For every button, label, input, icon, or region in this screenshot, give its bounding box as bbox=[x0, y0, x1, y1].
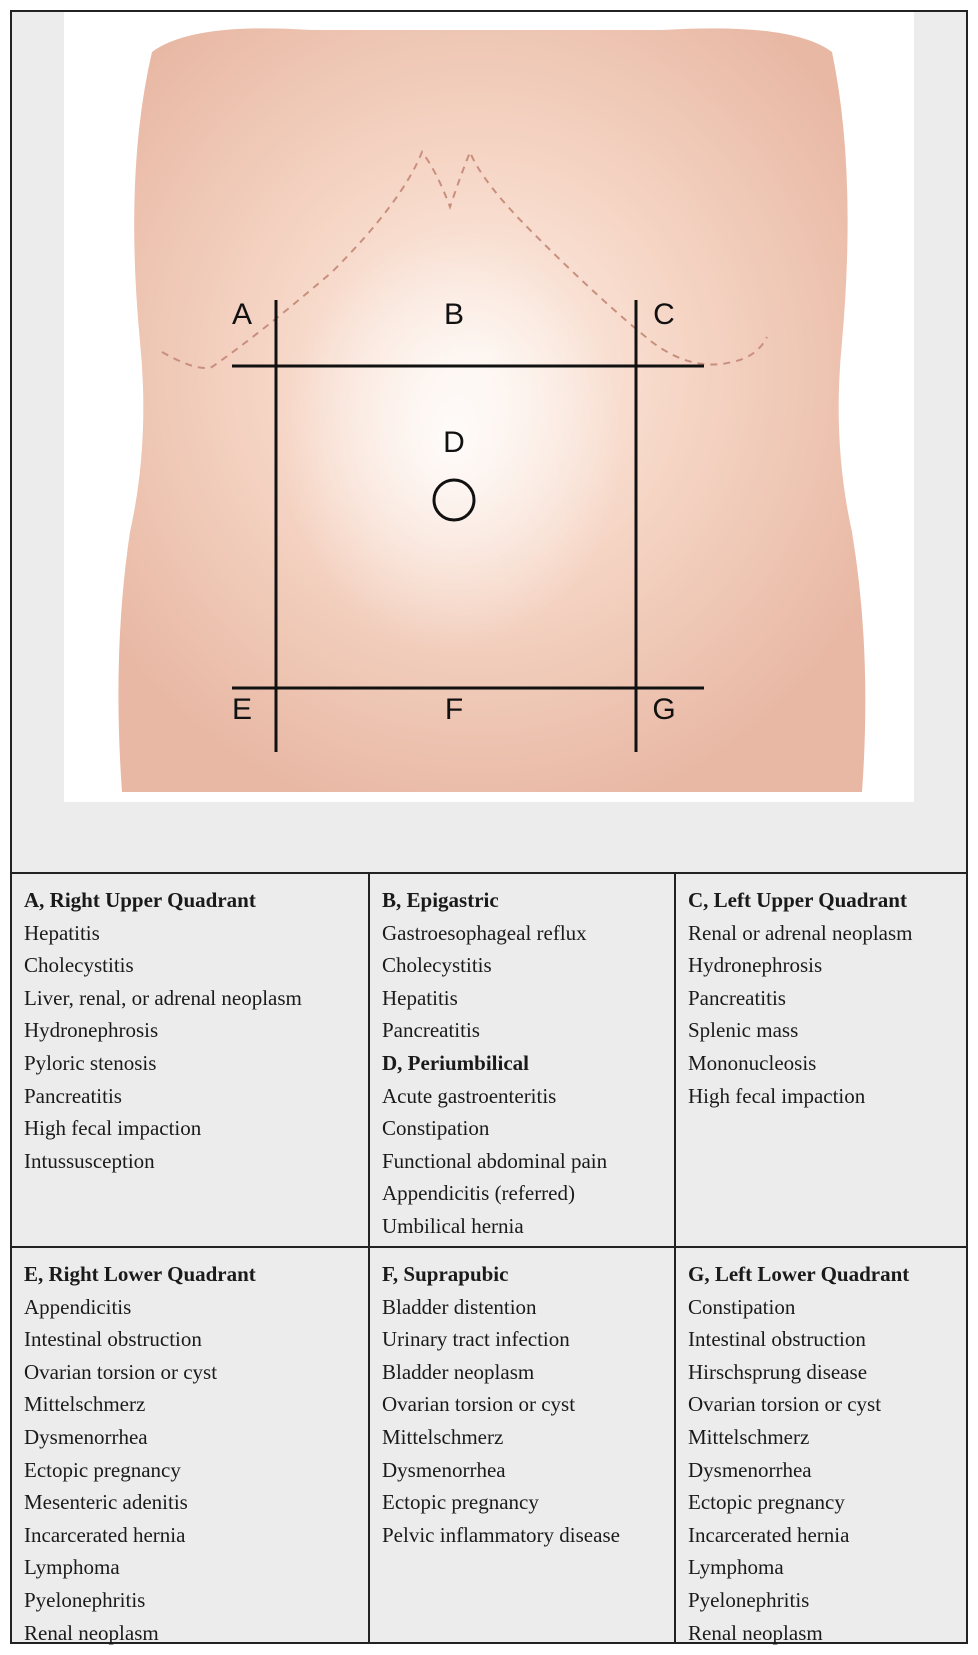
condition-item: Renal or adrenal neoplasm bbox=[688, 920, 913, 945]
condition-item: Constipation bbox=[688, 1294, 796, 1319]
condition-item: Intussusception bbox=[24, 1148, 155, 1173]
abdomen-highlight bbox=[282, 232, 622, 652]
region-letter-b: B bbox=[444, 298, 464, 331]
abdomen-illustration: A B C D E F G bbox=[12, 12, 966, 872]
condition-item: High fecal impaction bbox=[688, 1083, 866, 1108]
condition-item: Intestinal obstruction bbox=[688, 1327, 866, 1352]
condition-item: Hydronephrosis bbox=[688, 953, 823, 978]
condition-item: Pyelonephritis bbox=[688, 1587, 810, 1612]
region-heading: D, Periumbilical bbox=[382, 1050, 529, 1075]
condition-item: Dysmenorrhea bbox=[688, 1457, 812, 1482]
region-letter-c: C bbox=[653, 298, 675, 331]
condition-item: Mittelschmerz bbox=[688, 1424, 810, 1449]
condition-item: Cholecystitis bbox=[24, 953, 134, 978]
condition-item: Constipation bbox=[382, 1116, 490, 1141]
condition-item: Pyelonephritis bbox=[24, 1587, 146, 1612]
condition-item: Mononucleosis bbox=[688, 1050, 817, 1075]
condition-item: Mittelschmerz bbox=[24, 1392, 146, 1417]
condition-item: Functional abdominal pain bbox=[382, 1148, 608, 1173]
condition-item: High fecal impaction bbox=[24, 1116, 202, 1141]
condition-item: Mittelschmerz bbox=[382, 1424, 504, 1449]
region-heading: C, Left Upper Quadrant bbox=[688, 888, 907, 912]
condition-item: Lymphoma bbox=[24, 1555, 120, 1580]
condition-item: Bladder neoplasm bbox=[382, 1359, 535, 1384]
region-letter-a: A bbox=[232, 298, 252, 331]
region-letter-d: D bbox=[443, 426, 465, 459]
condition-item: Urinary tract infection bbox=[382, 1327, 570, 1352]
condition-item: Incarcerated hernia bbox=[24, 1522, 186, 1547]
condition-item: Splenic mass bbox=[688, 1018, 799, 1043]
condition-item: Ectopic pregnancy bbox=[382, 1490, 539, 1515]
condition-item: Ovarian torsion or cyst bbox=[24, 1359, 218, 1384]
condition-item: Ovarian torsion or cyst bbox=[382, 1392, 576, 1417]
condition-item: Bladder distention bbox=[382, 1294, 537, 1319]
condition-item: Hepatitis bbox=[24, 920, 100, 945]
abdomen-diagram: A B C D E F G bbox=[64, 12, 914, 802]
condition-item: Dysmenorrhea bbox=[24, 1424, 148, 1449]
region-heading: B, Epigastric bbox=[382, 888, 499, 912]
condition-item: Hirschsprung disease bbox=[688, 1359, 868, 1384]
condition-item: Acute gastroenteritis bbox=[382, 1083, 557, 1108]
condition-item: Umbilical hernia bbox=[382, 1213, 524, 1238]
condition-item: Lymphoma bbox=[688, 1555, 784, 1580]
condition-item: Gastroesophageal reflux bbox=[382, 920, 587, 945]
condition-item: Cholecystitis bbox=[382, 953, 492, 978]
umbilicus-circle bbox=[432, 478, 476, 522]
condition-item: Ectopic pregnancy bbox=[688, 1490, 845, 1515]
condition-item: Hepatitis bbox=[382, 985, 458, 1010]
region-letter-f: F bbox=[445, 693, 463, 726]
condition-item: Appendicitis bbox=[24, 1294, 132, 1319]
condition-item: Hydronephrosis bbox=[24, 1018, 159, 1043]
condition-item: Intestinal obstruction bbox=[24, 1327, 202, 1352]
condition-item: Appendicitis (referred) bbox=[382, 1181, 575, 1206]
condition-item: Pyloric stenosis bbox=[24, 1050, 157, 1075]
condition-item: Liver, renal, or adrenal neoplasm bbox=[24, 985, 302, 1010]
region-heading: G, Left Lower Quadrant bbox=[688, 1262, 910, 1286]
condition-item: Pancreatitis bbox=[382, 1018, 480, 1043]
region-heading: E, Right Lower Quadrant bbox=[24, 1262, 256, 1286]
condition-item: Mesenteric adenitis bbox=[24, 1490, 188, 1515]
condition-item: Pancreatitis bbox=[24, 1083, 122, 1108]
condition-item: Ovarian torsion or cyst bbox=[688, 1392, 882, 1417]
condition-item: Renal neoplasm bbox=[688, 1620, 823, 1645]
condition-item: Pelvic inflammatory disease bbox=[382, 1522, 620, 1547]
condition-item: Renal neoplasm bbox=[24, 1620, 159, 1645]
region-letter-g: G bbox=[652, 693, 675, 726]
region-heading: A, Right Upper Quadrant bbox=[24, 888, 256, 912]
region-heading: F, Suprapubic bbox=[382, 1262, 509, 1286]
region-grid-lines bbox=[232, 300, 704, 752]
condition-item: Pancreatitis bbox=[688, 985, 786, 1010]
condition-item: Incarcerated hernia bbox=[688, 1522, 850, 1547]
region-letter-e: E bbox=[232, 693, 252, 726]
condition-item: Ectopic pregnancy bbox=[24, 1457, 181, 1482]
condition-item: Dysmenorrhea bbox=[382, 1457, 506, 1482]
